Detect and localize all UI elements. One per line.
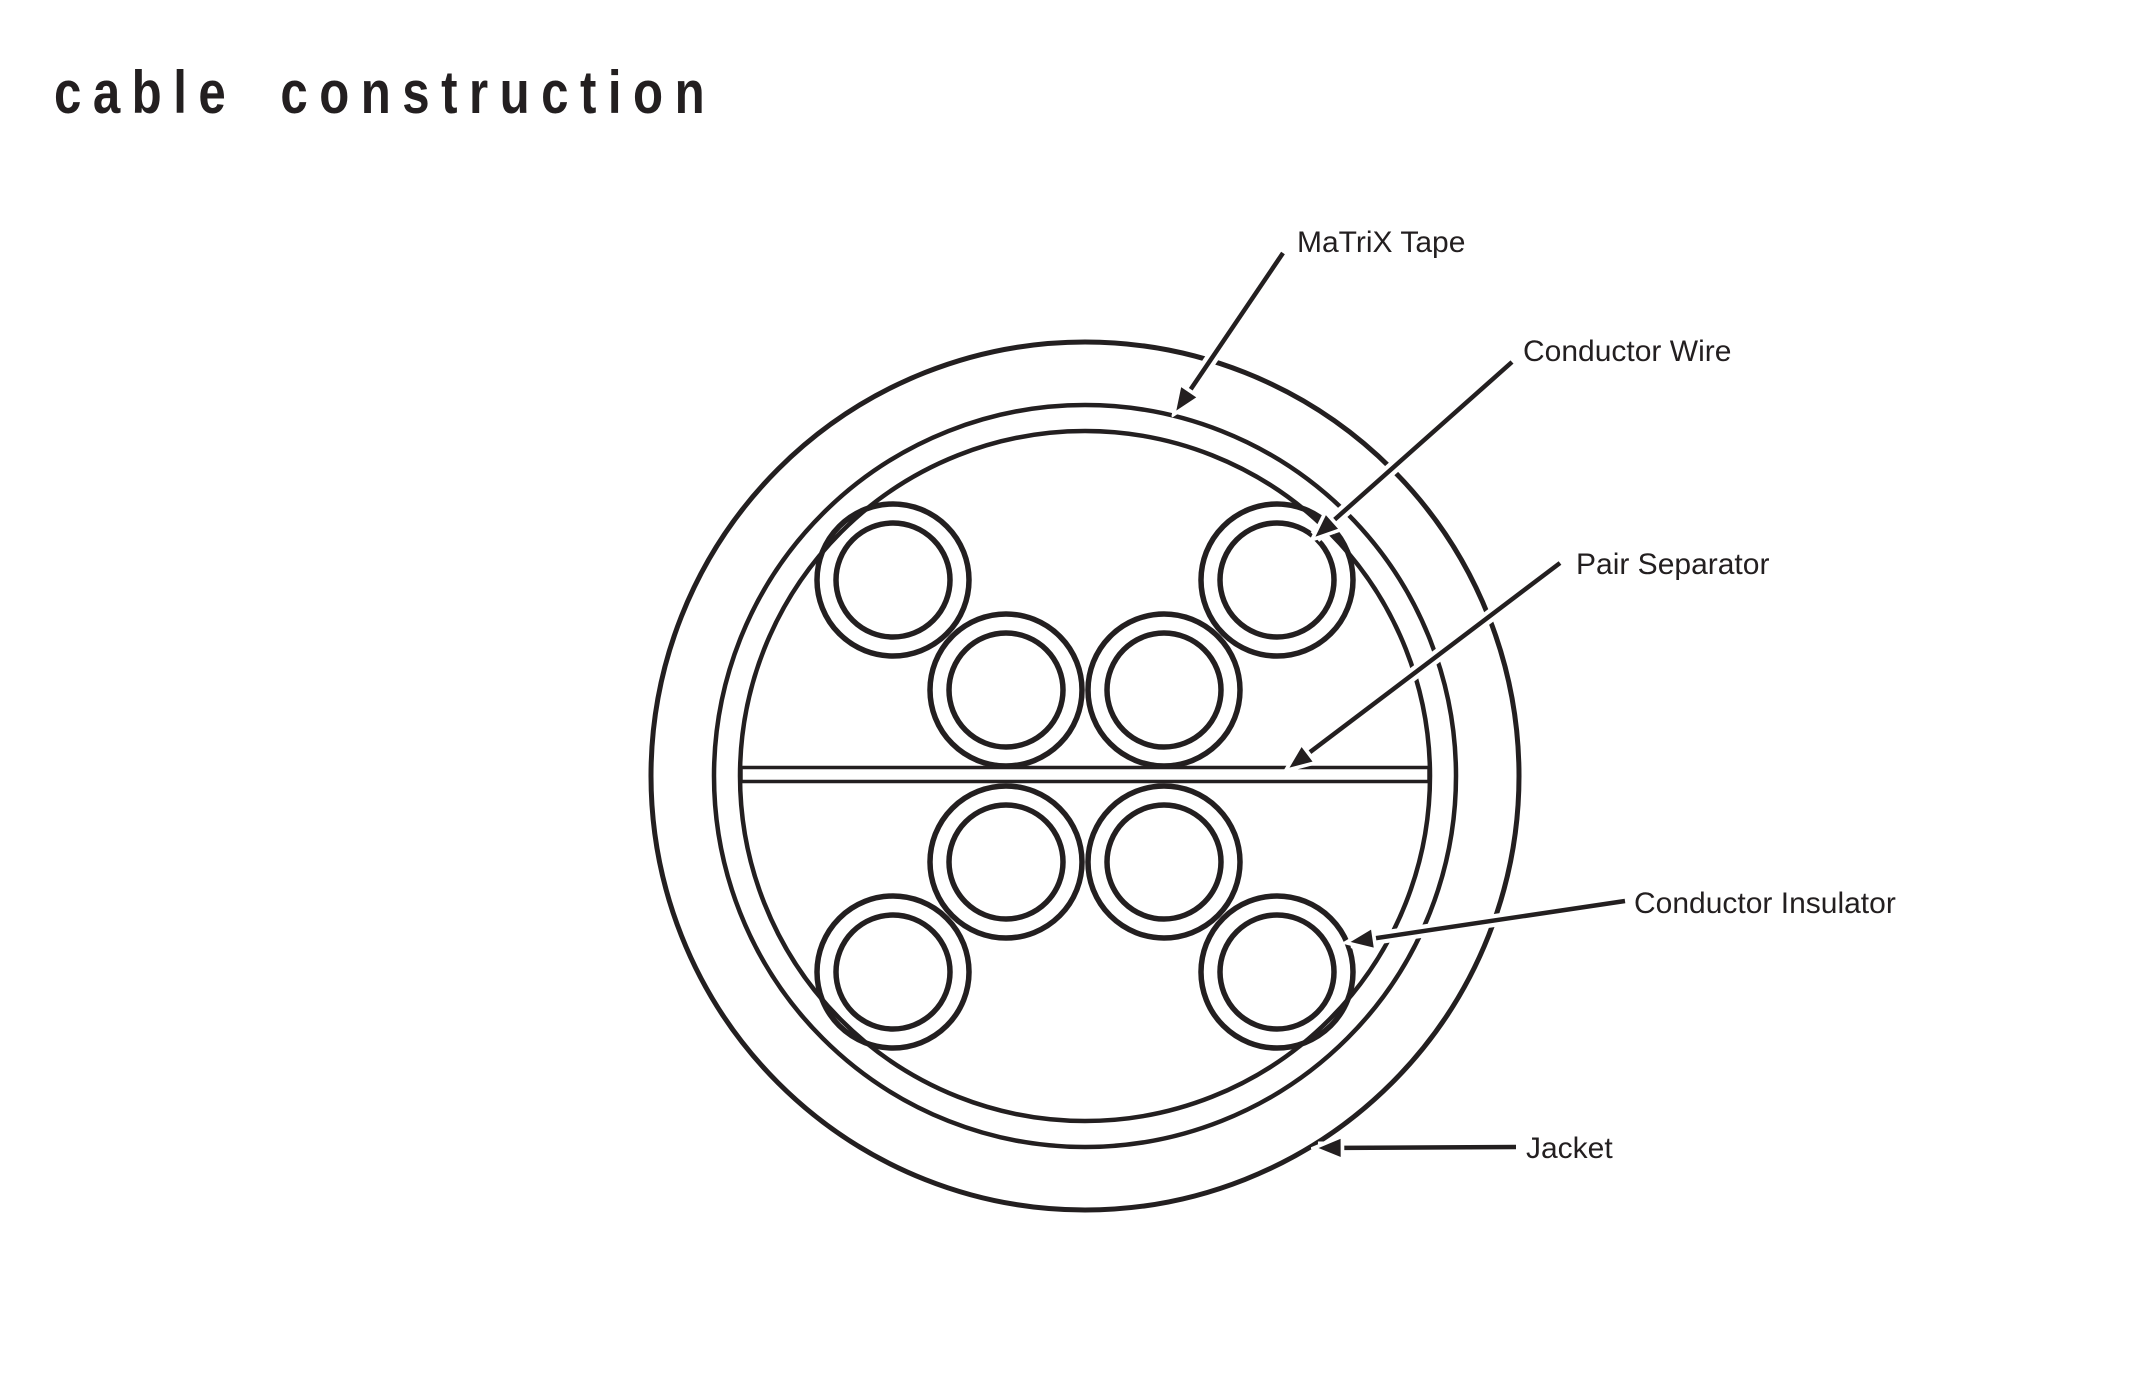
conductor-wire-circle: [946, 802, 1066, 922]
conductor: [927, 611, 1085, 769]
conductor-wire-circle: [1217, 520, 1337, 640]
leader-arrow-conductor-insulator: [1350, 894, 1626, 942]
conductor: [1085, 611, 1243, 769]
conductor: [1085, 783, 1243, 941]
conductor-insulator-circle: [1198, 501, 1356, 659]
conductor-wire-circle: [1104, 630, 1224, 750]
conductor-insulator-circle: [1085, 783, 1243, 941]
leader-arrow-jacket: [1318, 1147, 1517, 1148]
label-pair-separator: Pair Separator: [1576, 548, 1769, 581]
conductor-wire-circle: [1217, 912, 1337, 1032]
page-title: cable construction: [54, 59, 717, 126]
leader-arrow-matrix-tape: [1170, 249, 1289, 411]
conductor-insulator-circle: [814, 501, 972, 659]
conductor-wire-circle: [1104, 802, 1224, 922]
leader-arrow-conductor-wire: [1315, 357, 1517, 537]
label-conductor-insulator: Conductor Insulator: [1634, 887, 1896, 920]
conductor-insulator-circle: [1198, 893, 1356, 1051]
conductor: [1198, 893, 1356, 1051]
label-matrix-tape: MaTriX Tape: [1297, 226, 1465, 259]
conductor-wire-circle: [833, 520, 953, 640]
conductor: [814, 893, 972, 1051]
label-conductor-wire: Conductor Wire: [1523, 335, 1731, 368]
conductor-wire-circle: [833, 912, 953, 1032]
label-jacket: Jacket: [1526, 1132, 1613, 1165]
pair-separator-bar: [739, 765, 1431, 784]
conductor: [1198, 501, 1356, 659]
conductor-insulator-circle: [1085, 611, 1243, 769]
conductor-insulator-circle: [927, 611, 1085, 769]
conductor-insulator-circle: [814, 893, 972, 1051]
leader-arrow-pair-separator: [1289, 557, 1564, 768]
conductor: [927, 783, 1085, 941]
conductor-wire-circle: [946, 630, 1066, 750]
jacket-circle: [648, 339, 1522, 1213]
conductor-insulator-circle: [927, 783, 1085, 941]
conductor: [814, 501, 972, 659]
matrix-tape-outer-circle: [711, 402, 1459, 1150]
